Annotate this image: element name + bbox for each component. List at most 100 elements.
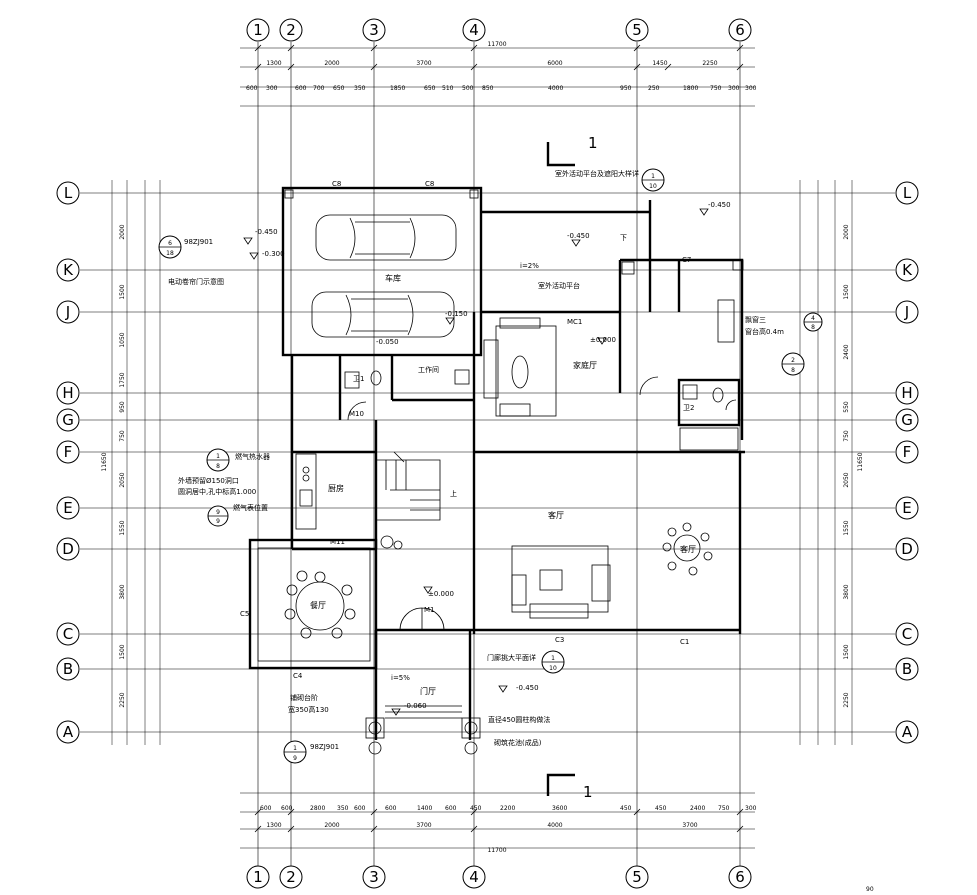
door-m10: M10 <box>349 410 364 418</box>
axis-label-bottom-4: 4 <box>469 868 479 886</box>
win-c4: C4 <box>293 672 303 680</box>
axis-label-right-B: B <box>902 660 912 678</box>
top-inner-1: 300 <box>266 85 278 92</box>
stair-icon <box>376 451 441 521</box>
svg-text:1: 1 <box>216 453 220 460</box>
kitchen-counter-icon <box>295 453 403 550</box>
sitting-label: 客厅 <box>680 544 696 554</box>
gas-meter-label: 燃气表位置 <box>233 503 268 512</box>
detail-ref-bubble: 2 8 <box>781 352 805 376</box>
left-dim-10: 2250 <box>119 692 126 707</box>
door-window-tags: M1 MC1 M10 M11 C4 C8 C8 C7 C5 C1 C3 上 下 … <box>240 180 691 682</box>
kitchen-walls <box>290 355 378 551</box>
family-label: 家庭厅 <box>573 360 597 370</box>
column-note: 直径450圆柱构做法 <box>488 715 550 724</box>
right-dim-0: 2000 <box>843 224 850 239</box>
axis-label-left-H: H <box>62 384 73 402</box>
axis-label-top-1: 1 <box>253 21 263 39</box>
top-inner-11: 4000 <box>548 85 563 92</box>
overall-height-left: 11650 <box>101 452 108 471</box>
bottom-inner-9: 2200 <box>500 805 515 812</box>
door-swing <box>639 376 659 396</box>
level-4: -0.150 <box>445 310 468 318</box>
top-dim-6: 2250 <box>702 60 717 67</box>
axis-bubbles-bottom: 1 2 3 4 5 6 <box>246 865 752 889</box>
level-2: -0.300 <box>262 250 285 258</box>
room-labels: 车库 厨房 餐厅 客厅 客厅 家庭厅 门厅 工作间 卫1 卫2 室外活动平台 室… <box>168 169 784 747</box>
garage-walls <box>281 186 483 357</box>
svg-text:18: 18 <box>166 250 174 257</box>
step-note: 铺砌台阶 <box>290 693 318 702</box>
level-5: ±0.000 <box>590 336 616 344</box>
overall-width-top: 11700 <box>487 41 506 48</box>
bottom-inner-4: 600 <box>354 805 366 812</box>
svg-text:8: 8 <box>791 367 795 374</box>
top-inner-10: 850 <box>482 85 494 92</box>
bottom-dim-2: 2000 <box>324 822 339 829</box>
left-dim-2: 1050 <box>119 332 126 347</box>
level-marks: -0.450 -0.300 -0.450 -0.150 ±0.000 ±0.00… <box>243 201 731 716</box>
axis-label-right-H: H <box>901 384 912 402</box>
win-c3: C3 <box>555 636 564 644</box>
car-icon <box>311 291 455 338</box>
top-inner-13: 250 <box>648 85 660 92</box>
top-dim-3: 3700 <box>416 60 431 67</box>
right-dim-9: 2250 <box>843 692 850 707</box>
doors <box>347 376 737 631</box>
axis-label-bottom-3: 3 <box>369 868 379 886</box>
car-icon <box>315 214 457 261</box>
atlas-ref-2: 98ZJ901 <box>310 743 339 751</box>
section-mark-bottom: 1 <box>583 783 593 801</box>
grid-lines <box>80 42 895 866</box>
svg-text:1: 1 <box>551 655 555 662</box>
bath-1-label: 卫1 <box>353 375 364 383</box>
svg-text:10: 10 <box>549 665 557 672</box>
win-c7: C7 <box>682 256 691 264</box>
lobby-label: 门厅 <box>420 686 436 696</box>
svg-text:9: 9 <box>216 509 220 516</box>
axis-label-top-3: 3 <box>369 21 379 39</box>
bottom-inner-2: 2800 <box>310 805 325 812</box>
platform-label: 室外活动平台 <box>538 281 580 290</box>
step-note-2: 宽350高130 <box>288 705 329 714</box>
axis-label-right-G: G <box>901 411 913 429</box>
level-7: -0.060 <box>404 702 427 710</box>
bath-2-label: 卫2 <box>683 404 694 412</box>
axis-label-left-E: E <box>63 499 72 517</box>
top-inner-16: 300 <box>728 85 740 92</box>
left-dim-8: 3800 <box>119 584 126 599</box>
bath-2-walls <box>677 378 741 427</box>
detail-ref-bubble: 1 8 <box>206 448 230 472</box>
bottom-inner-13: 2400 <box>690 805 705 812</box>
round-table-icon <box>662 522 713 576</box>
round-table-icon <box>284 570 356 639</box>
bottom-inner-0: 600 <box>260 805 272 812</box>
porch-walls <box>374 630 472 740</box>
detail-ref-bubble: 6 18 98ZJ901 <box>158 235 213 259</box>
top-inner-12: 950 <box>620 85 632 92</box>
detail-ref-bubble: 1 10 <box>641 168 665 192</box>
right-dim-7: 3800 <box>843 584 850 599</box>
overall-width-bottom: 11700 <box>487 847 506 854</box>
top-inner-0: 600 <box>246 85 258 92</box>
top-inner-17: 300 <box>745 85 757 92</box>
axis-label-right-D: D <box>901 540 913 558</box>
stair-up-label: 上 <box>450 489 457 498</box>
detail-ref-bubble: 9 9 <box>207 505 229 527</box>
main-door-swing <box>399 607 445 631</box>
vent-note-2: 圆洞居中,孔中标高1.000 <box>178 487 256 496</box>
bottom-inner-11: 450 <box>620 805 632 812</box>
axis-label-top-5: 5 <box>632 21 642 39</box>
sofa-set-icon <box>511 545 611 619</box>
top-inner-9: 500 <box>462 85 474 92</box>
axis-label-bottom-5: 5 <box>632 868 642 886</box>
axis-label-left-G: G <box>62 411 74 429</box>
storage-label: 工作间 <box>418 365 439 374</box>
slope-1: i=2% <box>520 262 539 270</box>
platform-walls <box>481 200 652 314</box>
right-wing-walls <box>618 258 744 440</box>
axis-label-right-F: F <box>903 443 912 461</box>
axis-label-left-C: C <box>63 625 73 643</box>
